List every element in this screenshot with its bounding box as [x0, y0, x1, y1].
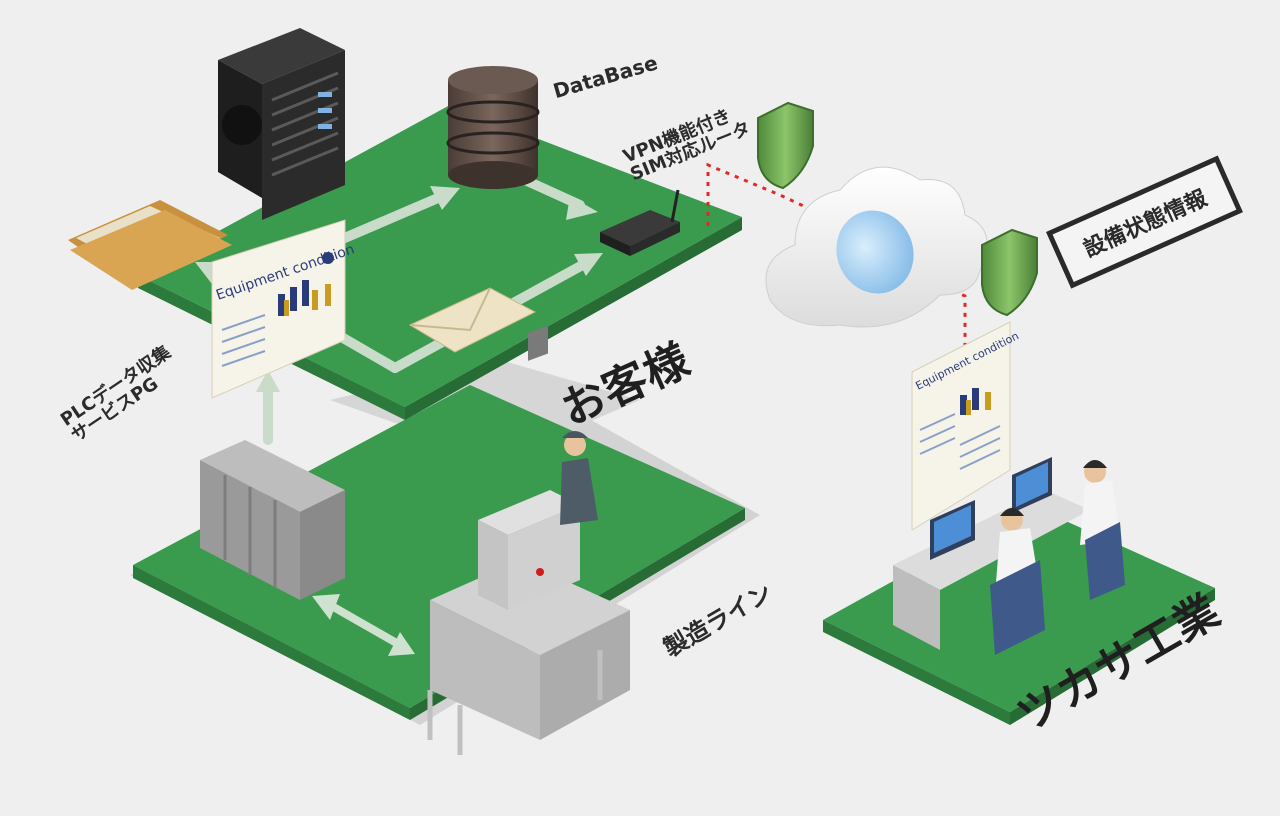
envelope-icon	[408, 287, 537, 353]
production-arrow	[312, 594, 415, 656]
router-icon	[600, 189, 680, 256]
production-platform	[133, 385, 745, 708]
database-cylinder-icon	[446, 66, 540, 189]
operator-person-icon	[560, 431, 598, 525]
control-cabinet-icon	[200, 440, 345, 600]
company-platform-side	[823, 620, 1010, 725]
monitor-icon	[930, 457, 1052, 560]
server-tower-icon	[218, 28, 345, 220]
dashboard-right	[911, 321, 1011, 531]
folder-icon	[68, 200, 232, 290]
customer-platform-side2	[405, 217, 742, 420]
production-platform-side	[133, 565, 410, 720]
chair-icon	[990, 522, 1125, 655]
dashboard-left	[211, 219, 346, 399]
machine-icon	[427, 325, 630, 755]
flow-arrows	[195, 175, 603, 445]
desk-workers-icon	[893, 457, 1125, 655]
shield-icon	[757, 101, 1038, 317]
cloud-icon	[765, 166, 988, 328]
vpn-line	[706, 162, 813, 226]
company-platform-side2	[1010, 588, 1215, 725]
